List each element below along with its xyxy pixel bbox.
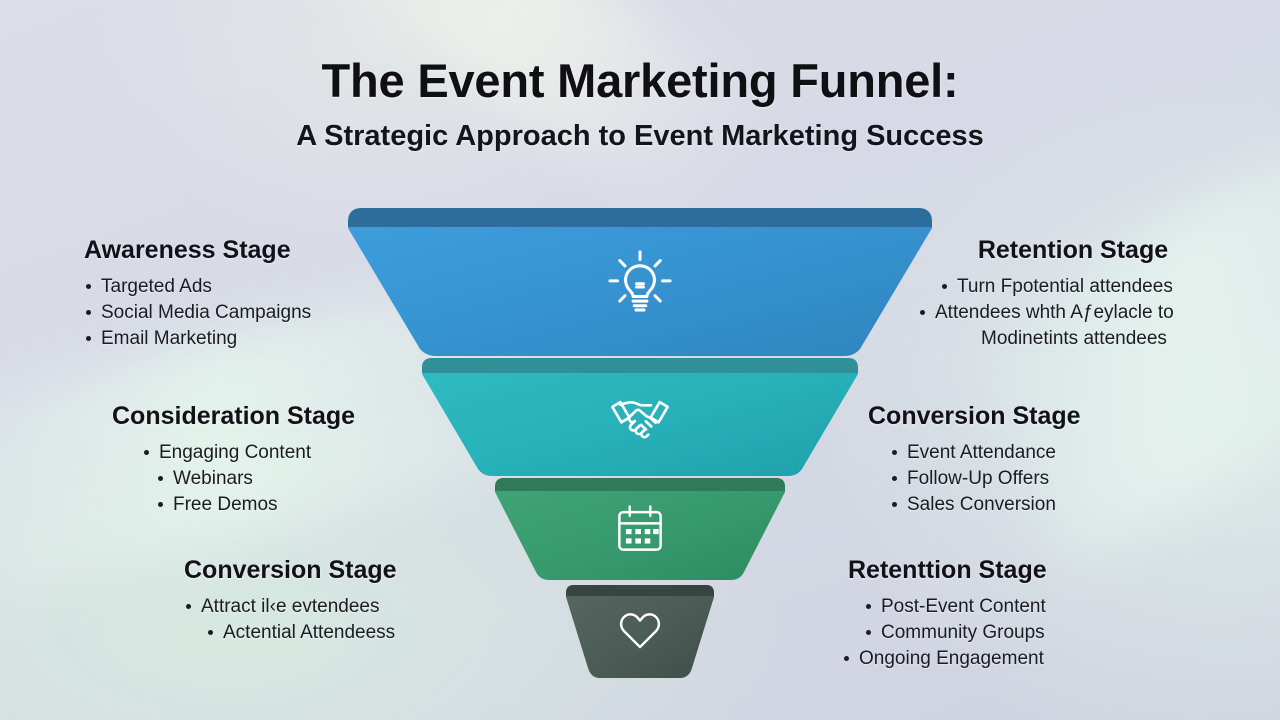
stage-block-conversion-left: Conversion Stage Attract il‹e evtendees … [184, 556, 484, 646]
list-item: Actential Attendeess [206, 620, 484, 646]
stage-title: Consideration Stage [112, 402, 356, 430]
list-item: Modinetints attendees [981, 328, 1167, 350]
funnel-tier-consideration-shape [422, 358, 858, 476]
stage-title: Conversion Stage [184, 556, 397, 584]
stage-bullet-list: Engaging Content Webinars Free Demos [112, 440, 412, 519]
stage-bullet-list: Post-Event Content Community Groups Ongo… [842, 594, 1142, 673]
list-item: Free Demos [156, 492, 412, 518]
stage-bullet-list: Turn Fpotential attendees Attendees whth… [918, 274, 1228, 353]
list-item: Ongoing Engagement [842, 646, 1142, 672]
list-item: Targeted Ads [84, 274, 384, 300]
list-item: Attract il‹e evtendees [184, 594, 484, 620]
stage-block-awareness: Awareness Stage Targeted Ads Social Medi… [84, 236, 384, 352]
list-item: Attendees whth Aƒeylacle to [918, 300, 1228, 326]
list-item: Webinars [156, 466, 412, 492]
list-item: Turn Fpotential attendees [940, 274, 1228, 300]
list-item: Event Attendance [890, 440, 1168, 466]
stage-title: Retention Stage [977, 236, 1169, 264]
stage-bullet-list: Targeted Ads Social Media Campaigns Emai… [84, 274, 384, 353]
funnel-tier-conversion[interactable] [495, 478, 785, 580]
list-item: Community Groups [864, 620, 1142, 646]
funnel-tier-retention[interactable] [566, 585, 714, 678]
funnel-tier-awareness[interactable] [348, 208, 932, 356]
funnel-tier-conversion-shape [495, 478, 785, 580]
funnel-tier-consideration[interactable] [422, 358, 858, 476]
stage-bullet-list: Attract il‹e evtendees Actential Attende… [184, 594, 484, 646]
list-item: Social Media Campaigns [84, 300, 384, 326]
funnel-tier-retention-shape [566, 585, 714, 678]
stage-bullet-list: Event Attendance Follow-Up Offers Sales … [868, 440, 1168, 519]
funnel-tier-awareness-shape [348, 208, 932, 356]
list-item: Post-Event Content [864, 594, 1142, 620]
list-item: Follow-Up Offers [890, 466, 1168, 492]
stage-block-retention-bottom: Retenttion Stage Post-Event Content Comm… [842, 556, 1142, 672]
stage-block-consideration: Consideration Stage Engaging Content Web… [112, 402, 412, 518]
stage-title: Retenttion Stage [848, 556, 1047, 584]
stage-title: Conversion Stage [868, 402, 1081, 430]
header: The Event Marketing Funnel: A Strategic … [0, 54, 1280, 153]
page-title: The Event Marketing Funnel: [321, 54, 959, 107]
stage-title: Awareness Stage [84, 236, 291, 264]
list-item: Sales Conversion [890, 492, 1168, 518]
stage-block-conversion-right: Conversion Stage Event Attendance Follow… [868, 402, 1168, 518]
list-item: Engaging Content [142, 440, 412, 466]
page-subtitle: A Strategic Approach to Event Marketing … [296, 119, 984, 152]
list-item: Email Marketing [84, 326, 384, 352]
stage-block-retention-top: Retention Stage Turn Fpotential attendee… [918, 236, 1228, 352]
